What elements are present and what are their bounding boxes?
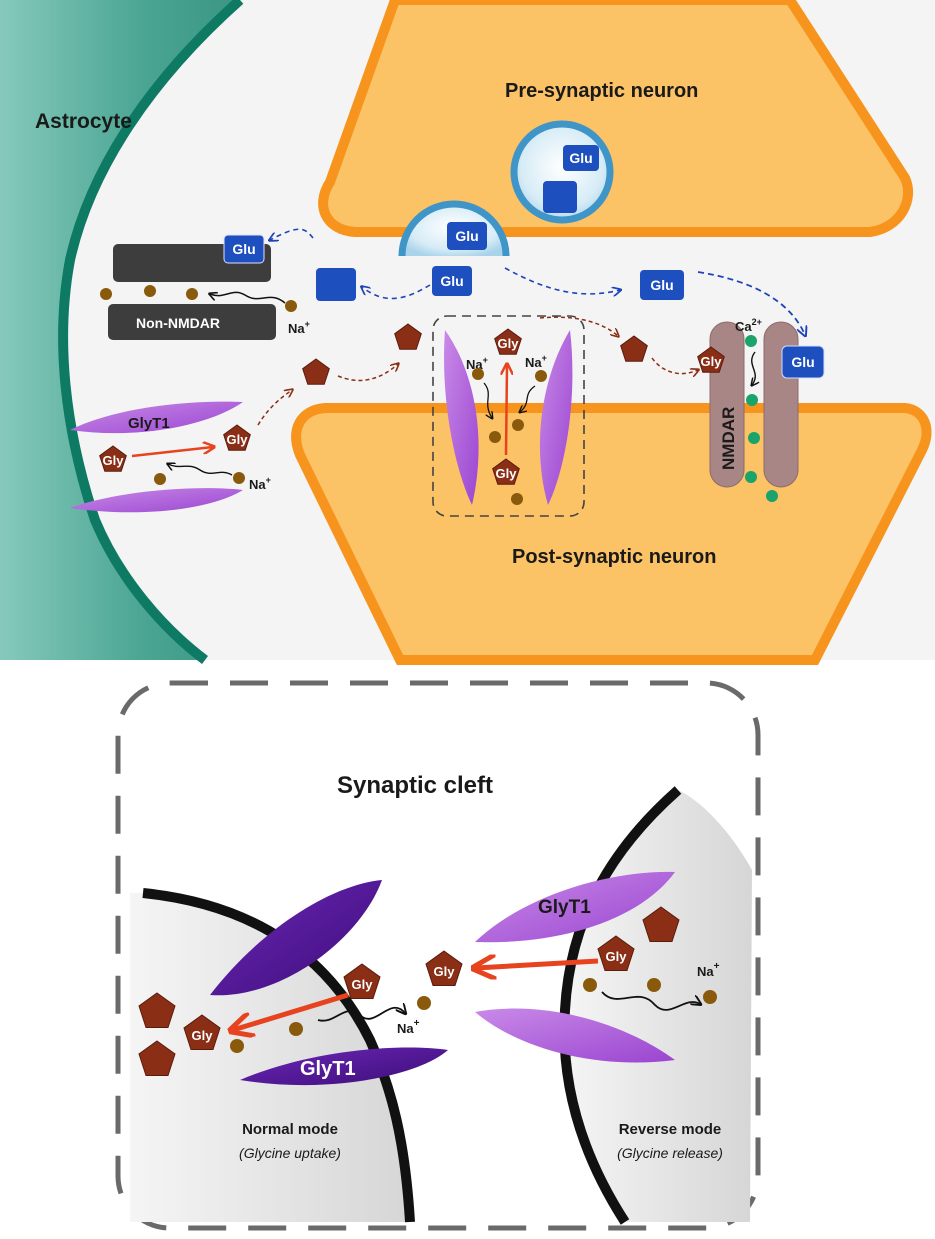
na-ion: [535, 370, 547, 382]
nmdar-label: NMDAR: [719, 407, 738, 470]
na-ion: [489, 431, 501, 443]
glu-flow-arrow: [270, 228, 314, 240]
gly-label: Gly: [496, 466, 518, 481]
normal-mode-sublabel: (Glycine uptake): [239, 1145, 341, 1161]
presynaptic-label: Pre-synaptic neuron: [505, 80, 698, 102]
gly-flow-arrow: [337, 364, 398, 382]
glu-molecule: [563, 145, 599, 171]
na-ion: [472, 368, 484, 380]
glu-label: Glu: [455, 228, 478, 244]
gly-uptake-arrow: [233, 992, 349, 1030]
vesicle-large: Glu: [510, 120, 614, 224]
na-flow-arrow: [317, 1008, 405, 1022]
normal-mode-label: Normal mode: [242, 1121, 338, 1138]
glu-molecule: [432, 266, 472, 296]
na-label: Na+: [525, 353, 547, 370]
glu-molecule: [543, 181, 577, 213]
na-label: Na+: [288, 319, 310, 336]
reverse-mode-sublabel: (Glycine release): [617, 1145, 723, 1161]
gly-release-arrow: [131, 447, 213, 458]
glyt1-transporter-reverse: [475, 871, 675, 1063]
presynaptic-neuron: [318, 0, 914, 237]
glu-flow-arrow: [697, 271, 805, 335]
ca-flow-arrow: [752, 351, 756, 385]
gly-flow-arrow: [539, 316, 618, 336]
ca-label: Ca2+: [735, 317, 762, 334]
gly-release-arrow: [506, 365, 507, 456]
transporter-inset-box: [432, 315, 585, 517]
ca-ion: [745, 335, 757, 347]
gly-label: Gly: [192, 1028, 214, 1043]
glu-label: Glu: [232, 241, 255, 257]
na-ion: [144, 285, 156, 297]
glyt1-label: GlyT1: [538, 897, 591, 918]
gly-label: Gly: [227, 432, 249, 447]
ca-ion: [766, 490, 778, 502]
na-label: Na+: [249, 475, 271, 492]
glu-flow-arrow: [362, 284, 431, 300]
non-nmdar-receptor: Glu: [108, 234, 276, 340]
glyt1-transporter-normal: [210, 880, 448, 1086]
ca-ion: [746, 394, 758, 406]
glyt1-label: GlyT1: [300, 1058, 356, 1080]
na-label: Na+: [397, 1018, 420, 1036]
na-flow-arrow: [168, 464, 233, 476]
na-ion: [285, 300, 297, 312]
glu-molecule: [223, 234, 265, 264]
na-ion: [647, 978, 661, 992]
na-ion: [233, 472, 245, 484]
gly-label: Gly: [606, 949, 628, 964]
gly-flow-arrow: [257, 390, 292, 426]
astrocyte: [0, 0, 244, 664]
glu-label: Glu: [440, 273, 463, 289]
synaptic-cleft-box: [115, 680, 761, 1231]
non-nmdar-label: Non-NMDAR: [136, 315, 220, 331]
gly-label: Gly: [352, 977, 374, 992]
ca-ion: [745, 471, 757, 483]
glu-label: Glu: [650, 277, 673, 293]
gly-label: Gly: [434, 964, 456, 979]
na-ion: [289, 1022, 303, 1036]
na-flow-arrow: [601, 991, 700, 1011]
glu-molecule: [316, 268, 356, 301]
gly-label: Gly: [103, 453, 125, 468]
astrocyte-label: Astrocyte: [35, 110, 132, 133]
na-flow-arrow: [483, 382, 492, 418]
na-ion: [703, 990, 717, 1004]
postsynaptic-neuron: [291, 403, 932, 665]
synaptic-cleft-title: Synaptic cleft: [337, 772, 493, 799]
postsynaptic-label: Post-synaptic neuron: [512, 546, 716, 568]
na-ion: [186, 288, 198, 300]
glu-label: Glu: [791, 354, 814, 370]
gly-label: Gly: [701, 354, 723, 369]
na-ion: [154, 473, 166, 485]
glu-label: Glu: [569, 150, 592, 166]
na-flow-arrow: [520, 385, 536, 412]
reverse-mode-label: Reverse mode: [619, 1121, 722, 1138]
glu-molecule: [781, 345, 825, 379]
gly-label: Gly: [498, 336, 520, 351]
na-ion: [417, 996, 431, 1010]
glyt1-label: GlyT1: [128, 415, 170, 432]
na-ion: [230, 1039, 244, 1053]
ca-ion: [748, 432, 760, 444]
na-label: Na+: [697, 961, 720, 979]
na-flow-arrow: [210, 291, 286, 304]
glyt1-transporter-astrocyte: [70, 401, 243, 513]
glu-molecule: [447, 222, 487, 250]
na-ion: [512, 419, 524, 431]
vesicle-docked: Glu: [398, 200, 510, 257]
glu-molecule: [640, 270, 684, 300]
glyt1-transporter-postsynaptic: [444, 330, 573, 505]
gly-release-arrow: [476, 961, 599, 968]
membrane-left: [130, 888, 415, 1223]
na-ion: [511, 493, 523, 505]
na-ion: [583, 978, 597, 992]
na-ion: [100, 288, 112, 300]
